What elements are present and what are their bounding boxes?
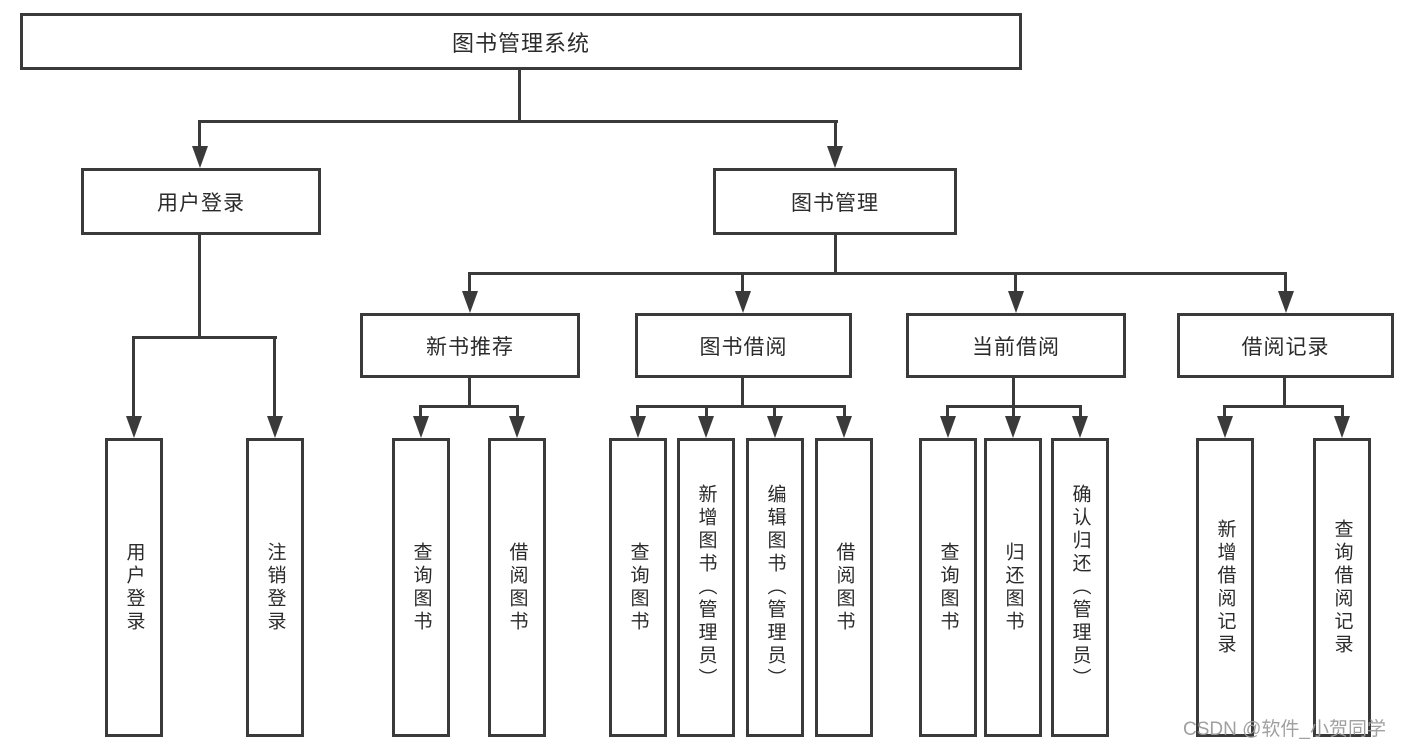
connector-line xyxy=(1079,405,1082,420)
arrow-down-icon xyxy=(1072,416,1088,438)
arrow-down-icon xyxy=(192,146,208,168)
arrow-down-icon xyxy=(267,416,283,438)
node-new-book-recommend: 新书推荐 xyxy=(360,313,580,378)
leaf-label: 确认归还（管理员） xyxy=(1069,484,1091,691)
leaf-borrow-books-recommend: 借阅图书 xyxy=(488,438,546,737)
connector-line xyxy=(705,405,708,420)
connector-line xyxy=(132,336,135,418)
arrow-down-icon xyxy=(1334,416,1350,438)
leaf-label: 用户登录 xyxy=(123,541,145,634)
arrow-down-icon xyxy=(413,416,429,438)
arrow-down-icon xyxy=(1005,416,1021,438)
connector-line xyxy=(516,405,519,420)
leaf-label: 新增借阅记录 xyxy=(1214,518,1236,657)
leaf-label: 借阅图书 xyxy=(506,541,528,634)
leaf-query-books-current: 查询图书 xyxy=(919,438,977,737)
leaf-label: 注销登录 xyxy=(264,541,286,634)
connector-line xyxy=(468,272,1287,275)
connector-line xyxy=(1223,405,1226,420)
connector-line xyxy=(1014,272,1017,295)
node-label: 图书借阅 xyxy=(699,335,788,359)
connector-line xyxy=(834,120,837,148)
leaf-label: 编辑图书（管理员） xyxy=(764,484,786,691)
connector-line xyxy=(419,405,519,408)
leaf-label: 归还图书 xyxy=(1002,541,1024,634)
connector-line xyxy=(773,405,776,420)
node-library-system: 图书管理系统 xyxy=(20,13,1022,70)
connector-line xyxy=(741,378,744,408)
leaf-return-books: 归还图书 xyxy=(984,438,1042,737)
leaf-label: 查询图书 xyxy=(627,541,649,634)
arrow-down-icon xyxy=(827,146,843,168)
connector-line xyxy=(834,235,837,275)
node-book-borrow: 图书借阅 xyxy=(635,313,852,378)
connector-line xyxy=(1223,405,1344,408)
leaf-borrow-books: 借阅图书 xyxy=(815,438,873,737)
arrow-down-icon xyxy=(735,291,751,313)
connector-line xyxy=(741,272,744,295)
node-label: 新书推荐 xyxy=(426,335,514,359)
arrow-down-icon xyxy=(462,291,478,313)
leaf-user-login: 用户登录 xyxy=(105,438,163,737)
arrow-down-icon xyxy=(1278,291,1294,313)
node-user-login: 用户登录 xyxy=(81,168,321,235)
connector-line xyxy=(273,336,276,418)
node-label: 图书管理 xyxy=(791,191,879,215)
connector-line xyxy=(636,405,639,420)
connector-line xyxy=(1283,378,1286,408)
leaf-add-borrow-record: 新增借阅记录 xyxy=(1196,438,1254,737)
node-borrow-records: 借阅记录 xyxy=(1177,313,1394,378)
connector-line xyxy=(198,120,201,148)
leaf-label: 查询图书 xyxy=(410,541,432,634)
arrow-down-icon xyxy=(630,416,646,438)
connector-line xyxy=(1012,378,1015,408)
node-current-borrow: 当前借阅 xyxy=(906,313,1126,378)
leaf-label: 借阅图书 xyxy=(833,541,855,634)
connector-line xyxy=(198,235,201,339)
leaf-confirm-return-admin: 确认归还（管理员） xyxy=(1051,438,1109,737)
arrow-down-icon xyxy=(126,416,142,438)
connector-line xyxy=(843,405,846,420)
arrow-down-icon xyxy=(1217,416,1233,438)
arrow-down-icon xyxy=(940,416,956,438)
connector-line xyxy=(518,70,521,120)
arrow-down-icon xyxy=(509,416,525,438)
watermark: CSDN @软件_小贺同学 xyxy=(1183,719,1386,740)
connector-line xyxy=(132,336,277,339)
connector-line xyxy=(1284,272,1287,295)
connector-line xyxy=(198,120,838,123)
arrow-down-icon xyxy=(767,416,783,438)
connector-line xyxy=(636,405,846,408)
leaf-logout-login: 注销登录 xyxy=(246,438,304,737)
leaf-query-books-borrow: 查询图书 xyxy=(609,438,667,737)
connector-line xyxy=(946,405,949,420)
connector-line xyxy=(419,405,422,420)
node-book-management: 图书管理 xyxy=(713,168,957,235)
node-label: 当前借阅 xyxy=(972,335,1060,359)
arrow-down-icon xyxy=(1008,291,1024,313)
leaf-query-borrow-record: 查询借阅记录 xyxy=(1313,438,1371,737)
connector-line xyxy=(468,272,471,295)
node-label: 用户登录 xyxy=(157,191,245,215)
node-label: 借阅记录 xyxy=(1241,335,1330,359)
connector-line xyxy=(1012,405,1015,420)
leaf-label: 新增图书（管理员） xyxy=(695,484,717,691)
leaf-query-books-recommend: 查询图书 xyxy=(392,438,450,737)
node-label: 图书管理系统 xyxy=(451,30,590,56)
arrow-down-icon xyxy=(698,416,714,438)
arrow-down-icon xyxy=(836,416,852,438)
connector-line xyxy=(1341,405,1344,420)
leaf-edit-books-admin: 编辑图书（管理员） xyxy=(746,438,804,737)
connector-line xyxy=(468,378,471,408)
leaf-label: 查询借阅记录 xyxy=(1331,518,1353,657)
leaf-label: 查询图书 xyxy=(937,541,959,634)
leaf-add-books-admin: 新增图书（管理员） xyxy=(677,438,735,737)
